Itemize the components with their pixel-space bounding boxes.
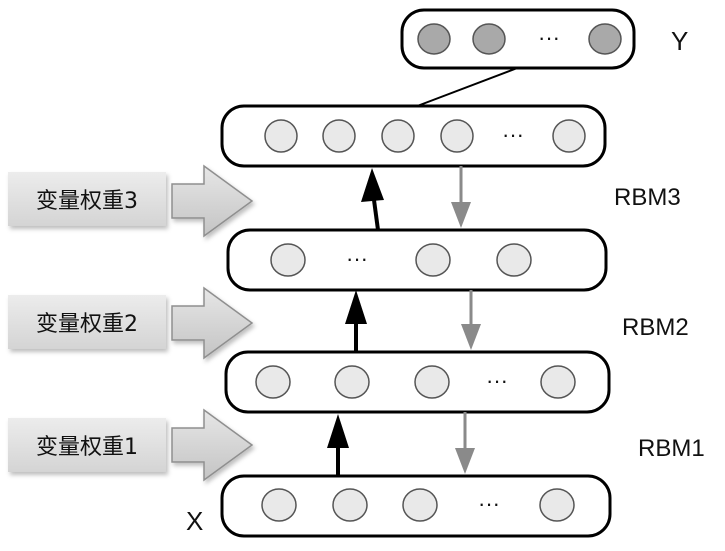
rbm3-label: RBM3 (614, 184, 681, 211)
layer-ellipsis: ··· (502, 122, 524, 147)
weight-2: 变量权重2 (8, 288, 252, 358)
weight-arrow (172, 410, 252, 480)
down-arrow-rbm1 (455, 412, 475, 474)
down-arrow-rbm2 (461, 290, 481, 350)
hidden-layer-2: ··· (228, 230, 606, 290)
layer-node (265, 120, 297, 152)
weight-arrow (172, 166, 252, 236)
down-arrow-rbm3 (451, 166, 471, 228)
layer-node (333, 489, 367, 521)
weight-label: 变量权重2 (36, 312, 138, 337)
weight-label: 变量权重1 (36, 435, 138, 460)
layer-ellipsis: ··· (486, 368, 508, 393)
output-layer: ··· (402, 10, 634, 68)
layer-node (540, 489, 574, 521)
layer-node (262, 489, 296, 521)
layer-node (541, 366, 575, 398)
output-node (418, 24, 450, 54)
weight-arrow (172, 288, 252, 358)
layer-ellipsis: ··· (478, 491, 500, 516)
layer-node (416, 244, 450, 276)
hidden-layer-3: ··· (222, 106, 605, 166)
layer-ellipsis: ··· (346, 246, 368, 271)
hidden-layer-1: ··· (226, 352, 609, 412)
layer-node (497, 244, 531, 276)
layer-node (323, 120, 355, 152)
output-connector-line (412, 67, 520, 108)
input-label: X (186, 506, 203, 536)
layer-node (256, 366, 290, 398)
output-label: Y (671, 26, 688, 56)
output-ellipsis: ··· (538, 25, 560, 50)
layer-node (271, 244, 305, 276)
layer-node (415, 366, 449, 398)
output-node (473, 24, 505, 54)
weight-1: 变量权重1 (8, 410, 252, 480)
rbm2-label: RBM2 (622, 314, 689, 341)
layer-node (441, 120, 473, 152)
input-layer: ··· (222, 476, 610, 536)
layer-node (382, 120, 414, 152)
layer-node (335, 366, 369, 398)
up-arrow-rbm1 (327, 414, 349, 476)
up-arrow-rbm2 (345, 290, 367, 352)
up-arrow-rbm3 (361, 168, 384, 230)
layer-node (553, 120, 585, 152)
rbm1-label: RBM1 (638, 435, 705, 462)
weight-label: 变量权重3 (36, 189, 138, 214)
layer-node (403, 489, 437, 521)
weight-3: 变量权重3 (8, 166, 252, 236)
output-node (589, 24, 621, 54)
